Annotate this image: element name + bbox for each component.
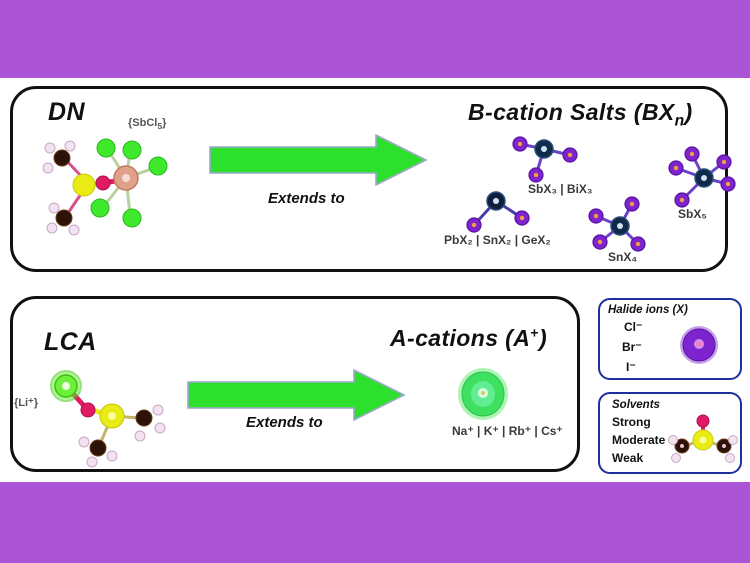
- label-sbcl5-sub: 5: [157, 121, 163, 132]
- arrow-top-caption: Extends to: [268, 190, 345, 207]
- label-sbcl5-tail: }: [162, 117, 167, 129]
- a-cations-title-sup: +: [530, 325, 539, 342]
- arrow-bottom-svg: [187, 368, 406, 422]
- molecule-a-cation-svg: [458, 368, 508, 420]
- legend-halide-title: Halide ions (X): [608, 304, 688, 316]
- legend-halide-item-br: Br⁻: [622, 340, 642, 354]
- molecule-sbx5: [666, 146, 740, 210]
- legend-solvents-item-strong: Strong: [612, 415, 651, 429]
- molecule-snx4: [588, 196, 654, 254]
- panel-a-cations-title: A-cations (A+): [390, 325, 547, 352]
- legend-solvent-molecule: [668, 412, 738, 464]
- molecule-bx3-svg: [512, 136, 578, 183]
- label-sbcl5: {SbCl5}: [128, 117, 166, 131]
- label-sbx3-bix3: SbX₃ | BiX₃: [528, 182, 593, 196]
- arrow-bottom-caption: Extends to: [246, 414, 323, 431]
- legend-solvents: [598, 392, 742, 474]
- label-snx4: SnX₄: [608, 250, 638, 264]
- molecule-sbx5-svg: [668, 146, 736, 208]
- molecule-sbcl5-adduct: [26, 128, 206, 248]
- arrow-top-svg: [209, 133, 428, 187]
- b-salts-title-tail: ): [684, 99, 693, 125]
- legend-solvents-item-moderate: Moderate: [612, 433, 666, 447]
- label-lithium-ion: {Li⁺}: [14, 397, 39, 409]
- legend-halide-item-cl: Cl⁻: [624, 320, 643, 334]
- molecule-bx3: [508, 133, 578, 185]
- label-sbx5: SbX₅: [678, 207, 707, 221]
- molecule-a-cation: [448, 364, 518, 428]
- legend-solvent-molecule-svg: [668, 414, 738, 463]
- molecule-snx4-svg: [588, 196, 646, 252]
- a-cations-title-main: A-cations (A: [390, 325, 531, 351]
- a-cations-title-tail: ): [539, 325, 548, 351]
- label-a-cations-list: Na⁺ | K⁺ | Rb⁺ | Cs⁺: [452, 424, 563, 438]
- arrow-extends-to-top: [208, 133, 428, 189]
- arrow-extends-to-bottom: [186, 368, 406, 424]
- b-salts-title-main: B-cation Salts (BX: [468, 99, 675, 125]
- panel-lca-title: LCA: [44, 328, 97, 356]
- panel-dn-title: DN: [48, 98, 85, 126]
- panel-b-salts-title: B-cation Salts (BXn): [468, 99, 693, 131]
- molecule-bx2: [466, 191, 536, 237]
- legend-halide-ion-svg: [680, 326, 718, 364]
- molecule-li-adduct: [42, 358, 192, 468]
- molecule-bx2-svg: [466, 191, 530, 233]
- legend-solvents-item-weak: Weak: [612, 451, 644, 465]
- legend-solvents-title: Solvents: [612, 399, 660, 411]
- b-salts-title-sub: n: [674, 112, 685, 130]
- legend-halide-ion-sphere: [676, 322, 722, 368]
- legend-halide-item-i: I⁻: [626, 360, 636, 374]
- label-pbx2-snx2-gex2: PbX₂ | SnX₂ | GeX₂: [444, 233, 551, 247]
- legend-halide-ions: [598, 298, 742, 380]
- molecule-sbcl5-svg: [42, 138, 168, 236]
- molecule-li-svg: [50, 370, 166, 468]
- label-sbcl5-main: {SbCl: [128, 117, 158, 129]
